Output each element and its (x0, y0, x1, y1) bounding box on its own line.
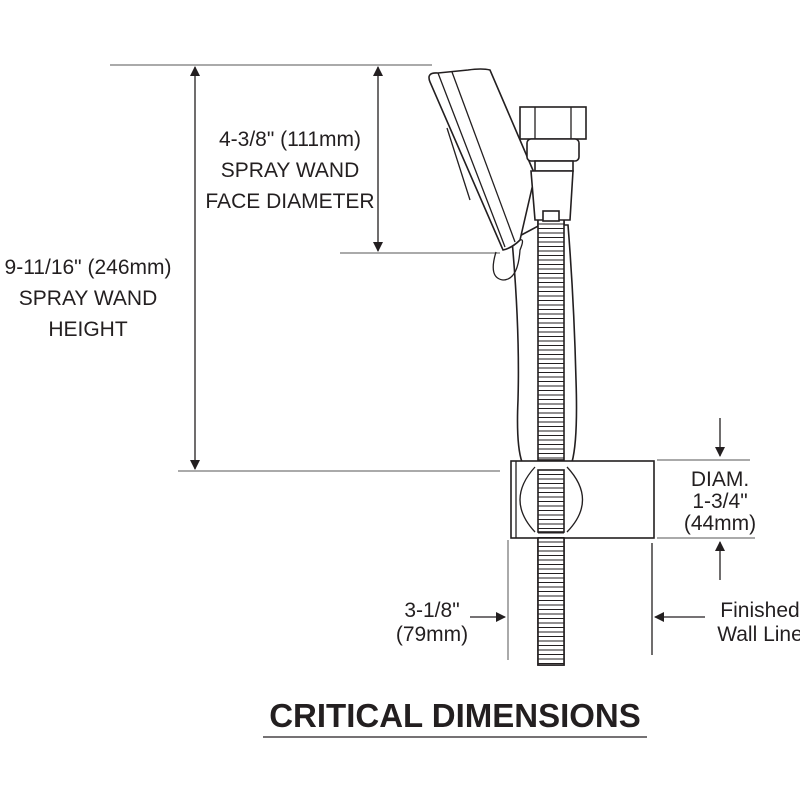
wall-label-2: Wall Line (717, 623, 800, 646)
head-body (428, 68, 536, 251)
hose-nut (519, 106, 587, 140)
face-label-2: FACE DIAMETER (205, 190, 374, 213)
hose-in-handle (537, 214, 565, 461)
hose-ribs-lower (538, 469, 564, 664)
diagram-title: CRITICAL DIMENSIONS (269, 697, 641, 734)
mount-diam-metric: (44mm) (684, 512, 756, 535)
projection-value: 3-1/8" (404, 599, 459, 622)
face-label-1: SPRAY WAND (221, 159, 359, 182)
swivel-ring (534, 160, 574, 172)
hose-ribs-upper (538, 223, 564, 459)
mount-diam-value: 1-3/4" (692, 490, 747, 513)
head-face-edge (437, 72, 506, 248)
face-value: 4-3/8" (111mm) (219, 128, 361, 151)
face-dimension: 4-3/8" (111mm) SPRAY WAND FACE DIAMETER (205, 66, 500, 254)
projection-dimension: 3-1/8" (79mm) Finished Wall Line (396, 540, 800, 660)
mount-cradle-right (566, 466, 584, 533)
spray-head (428, 68, 587, 281)
nut-collar (526, 138, 580, 162)
wall-mount (510, 460, 655, 539)
wall-label-1: Finished (720, 599, 799, 622)
hose-lower (537, 537, 565, 666)
spray-nozzles (446, 127, 471, 201)
hose-connector (530, 170, 574, 221)
connector-tab (542, 210, 560, 222)
height-dimension: 9-11/16" (246mm) SPRAY WAND HEIGHT (5, 64, 500, 472)
mount-cradle-left (519, 466, 536, 533)
mount-diameter-dimension: DIAM. 1-3/4" (44mm) (657, 418, 756, 580)
head-rim (451, 71, 516, 243)
height-label-1: SPRAY WAND (19, 287, 157, 310)
projection-metric: (79mm) (396, 623, 468, 646)
wand-loop (492, 239, 524, 281)
height-label-2: HEIGHT (48, 318, 128, 341)
mount-diam-label: DIAM. (691, 468, 749, 491)
height-value: 9-11/16" (246mm) (5, 256, 172, 279)
